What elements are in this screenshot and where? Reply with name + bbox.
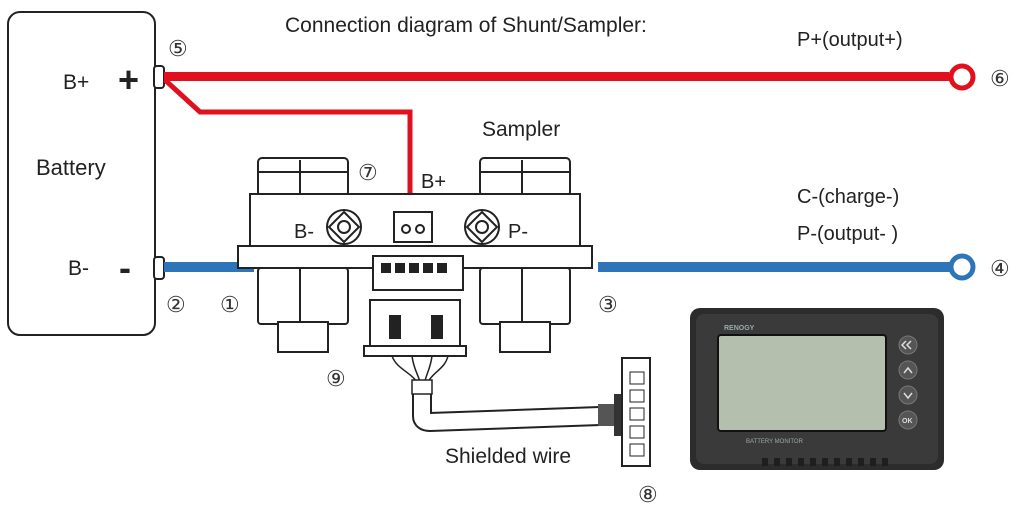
load-negative-cable (598, 262, 950, 272)
sampler-shunt (237, 157, 593, 357)
battery-negative-cable (164, 262, 254, 272)
shielded-cable (391, 355, 651, 467)
right-bolt-stub (499, 321, 551, 353)
cable-plug (369, 299, 461, 353)
marker-2: ② (166, 293, 186, 318)
pplus-output-label: P+(output+) (797, 29, 903, 51)
pin-3 (409, 263, 419, 273)
sampler-bplus-label: B+ (421, 171, 446, 193)
rj-contact-3 (629, 407, 645, 421)
ok-label: OK (902, 418, 913, 425)
vent (774, 458, 780, 466)
negative-ring-terminal (948, 253, 976, 281)
battery-monitor: RENOGY BATTERY MONITOR OK (690, 308, 944, 470)
vent (846, 458, 852, 466)
down-arrow-icon[interactable] (898, 385, 918, 405)
cable-ferrule (411, 379, 433, 395)
battery: Battery B+ + B- - (7, 11, 165, 336)
bplus-terminal-hole-1 (401, 224, 411, 234)
vent (798, 458, 804, 466)
back-button[interactable] (898, 335, 918, 355)
battery-neg-terminal (153, 256, 165, 280)
back-glyph (900, 340, 912, 350)
down-button[interactable] (898, 385, 918, 405)
negative-wires (164, 253, 976, 281)
marker-6: ⑥ (990, 67, 1010, 92)
vent (786, 458, 792, 466)
battery-body (7, 11, 156, 336)
cminus-charge-label: C-(charge-) (797, 186, 899, 208)
vent (870, 458, 876, 466)
vent (762, 458, 768, 466)
vent (858, 458, 864, 466)
monitor-vents (762, 458, 888, 466)
positive-ring-terminal (948, 63, 976, 91)
positive-cable (164, 72, 949, 81)
right-top-bolt (479, 157, 571, 197)
rj-contact-4 (629, 425, 645, 439)
pin-1 (381, 263, 391, 273)
pminus-output-label: P-(output- ) (797, 223, 898, 245)
vent (882, 458, 888, 466)
left-top-bolt (257, 157, 349, 197)
battery-neg-label: B- (68, 257, 89, 280)
right-bottom-bolt (479, 267, 571, 325)
battery-label: Battery (36, 155, 106, 180)
up-arrow-icon[interactable] (898, 360, 918, 380)
down-glyph (903, 392, 913, 400)
rj-contact-5 (629, 443, 645, 457)
pin-4 (423, 263, 433, 273)
bplus-terminal (393, 211, 433, 243)
cable-rj-collar (598, 404, 614, 426)
lcd-screen (717, 334, 887, 432)
right-mount-center (475, 220, 489, 234)
ok-button-icon[interactable] (898, 410, 918, 430)
up-glyph (903, 366, 913, 374)
marker-1: ① (220, 293, 240, 318)
left-bolt-stub (277, 321, 329, 353)
sampler-pminus-label: P- (508, 221, 528, 243)
up-button[interactable] (898, 360, 918, 380)
diagram-title: Connection diagram of Shunt/Sampler: (285, 14, 647, 37)
marker-8: ⑧ (638, 483, 658, 508)
battery-neg-sign: - (119, 247, 131, 288)
pin-2 (395, 263, 405, 273)
battery-pos-label: B+ (63, 71, 89, 94)
plug-latch-right (431, 315, 443, 339)
sampler-bminus-label: B- (294, 221, 314, 243)
monitor-caption: BATTERY MONITOR (746, 439, 804, 445)
marker-4: ④ (990, 257, 1010, 282)
battery-pos-sign: + (118, 59, 139, 100)
shielded-wire-label: Shielded wire (445, 445, 571, 468)
pin-5 (437, 263, 447, 273)
rj-contact-1 (629, 371, 645, 385)
bplus-terminal-hole-2 (415, 224, 425, 234)
rj-contact-2 (629, 389, 645, 403)
right-bolt-detail (480, 160, 570, 196)
ok-button[interactable]: OK (898, 410, 918, 430)
plug-base (363, 345, 467, 357)
vent (822, 458, 828, 466)
monitor-brand: RENOGY (724, 325, 755, 332)
sense-wire (163, 78, 413, 225)
positive-wire (163, 63, 976, 225)
left-bottom-bolt (257, 267, 349, 325)
marker-9: ⑨ (326, 367, 346, 392)
sampler-label: Sampler (482, 118, 560, 141)
battery-pos-terminal (153, 65, 165, 89)
vent (810, 458, 816, 466)
marker-7: ⑦ (358, 161, 378, 186)
left-bolt-detail (258, 160, 348, 196)
vent (834, 458, 840, 466)
cable-jacket (414, 392, 601, 431)
marker-5: ⑤ (168, 37, 188, 62)
marker-3: ③ (598, 293, 618, 318)
plug-latch-left (389, 315, 401, 339)
left-mount-center (337, 220, 351, 234)
